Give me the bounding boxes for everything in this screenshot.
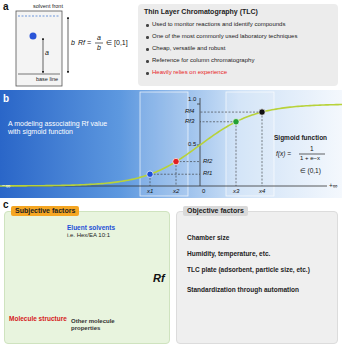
rf-value: Rf2 bbox=[203, 158, 212, 165]
formula-part: 1 + e−x bbox=[300, 155, 320, 162]
bullet-dot bbox=[146, 48, 149, 51]
panel-tag: Subjective factors bbox=[11, 206, 79, 216]
guide-line bbox=[236, 122, 237, 186]
sample-point bbox=[233, 119, 239, 125]
drawing-part bbox=[226, 92, 274, 196]
panel-letter: c bbox=[3, 199, 9, 211]
drawing-part bbox=[0, 90, 342, 198]
input-label: Molecule structure bbox=[9, 315, 67, 322]
panel-tag: Objective factors bbox=[183, 206, 248, 216]
x-value: x2 bbox=[173, 188, 179, 195]
axis-label: 1.0 bbox=[188, 96, 196, 103]
guide-line bbox=[200, 112, 262, 113]
plate-label: base line bbox=[36, 76, 58, 82]
input-label: Other molecule properties bbox=[71, 318, 141, 332]
drawing-part bbox=[197, 104, 200, 105]
drawing-part bbox=[140, 92, 188, 196]
sample-point bbox=[259, 109, 265, 115]
box-title: Thin Layer Chromatography (TLC) bbox=[144, 8, 332, 16]
bullet-item: One of the most commonly used laboratory… bbox=[152, 33, 332, 40]
guide-line bbox=[176, 161, 200, 162]
drawing-part bbox=[18, 16, 60, 17]
drawing-part bbox=[200, 98, 201, 186]
drawing-part bbox=[16, 11, 62, 86]
x-value: x3 bbox=[233, 188, 239, 195]
info-box: Thin Layer Chromatography (TLC) Used to m… bbox=[138, 4, 338, 86]
factor-panel: Subjective factorsEluent solventsi.e. He… bbox=[4, 211, 170, 344]
guide-line bbox=[200, 121, 236, 122]
input-label: Eluent solvents bbox=[67, 224, 115, 231]
rf-value: Rf1 bbox=[203, 170, 212, 177]
formula-part: b bbox=[97, 44, 101, 52]
plate-label: solvent front bbox=[33, 3, 63, 9]
output-label: Rf bbox=[153, 272, 165, 285]
factor-panel: Objective factorsChamber sizeHumidity, t… bbox=[176, 211, 338, 344]
drawing-part bbox=[299, 154, 325, 155]
distance-label: b bbox=[71, 39, 75, 47]
sigmoid-curve bbox=[0, 105, 342, 186]
panel-letter: a bbox=[3, 1, 9, 13]
guide-line bbox=[176, 162, 177, 186]
factor-item: Standardization through automation bbox=[187, 286, 333, 293]
sample-point bbox=[147, 171, 153, 177]
axis-label: 0 bbox=[202, 188, 205, 195]
bullet-dot bbox=[146, 36, 149, 39]
guide-line bbox=[150, 174, 200, 175]
factor-item: Chamber size bbox=[187, 234, 333, 241]
panel-letter: b bbox=[3, 93, 9, 105]
drawing-part bbox=[18, 74, 60, 75]
axis-label: −∞ bbox=[2, 182, 10, 189]
x-value: x4 bbox=[259, 188, 265, 195]
bullet-item: Used to monitor reactions and identify c… bbox=[152, 21, 332, 28]
formula-part: 1 bbox=[310, 145, 314, 152]
factor-item: TLC plate (adsorbent, particle size, etc… bbox=[187, 266, 333, 273]
formula-part: ∈ (0,1) bbox=[300, 167, 321, 174]
bullet-item: Reference for column chromatography bbox=[152, 57, 332, 64]
formula-part: Rf = bbox=[78, 39, 91, 47]
factor-item: Humidity, temperature, etc. bbox=[187, 250, 333, 257]
axis-label: 0.5 bbox=[188, 141, 196, 148]
rf-value: Rf4 bbox=[185, 108, 194, 115]
bullet-dot bbox=[146, 60, 149, 63]
distance-label: a bbox=[45, 49, 49, 57]
bullet-dot bbox=[146, 72, 149, 75]
axis-label: +∞ bbox=[329, 182, 337, 189]
formula-part: ∈ [0,1] bbox=[106, 39, 128, 47]
guide-line bbox=[262, 112, 263, 186]
formula-part: f(x) = bbox=[276, 150, 291, 157]
panel-note: A modeling associating Rf value with sig… bbox=[8, 120, 112, 136]
sample-point bbox=[173, 158, 179, 164]
input-note: i.e. Hex/EA 10:1 bbox=[67, 232, 110, 239]
bullet-item: Cheap, versatile and robust bbox=[152, 45, 332, 52]
rf-value: Rf3 bbox=[185, 118, 194, 125]
drawing-part bbox=[95, 43, 103, 44]
drawing-part bbox=[30, 33, 37, 40]
drawing-part bbox=[68, 17, 69, 73]
function-title: Sigmoid function bbox=[274, 134, 327, 141]
sample-points bbox=[147, 109, 265, 186]
x-value: x1 bbox=[147, 188, 153, 195]
drawing-part bbox=[43, 38, 44, 73]
bullet-dot bbox=[146, 24, 149, 27]
sigmoid-panel bbox=[0, 90, 342, 198]
tlc-plate bbox=[16, 11, 103, 86]
formula-part: a bbox=[97, 34, 101, 42]
bullet-item: Heavily relies on experience bbox=[152, 69, 332, 76]
